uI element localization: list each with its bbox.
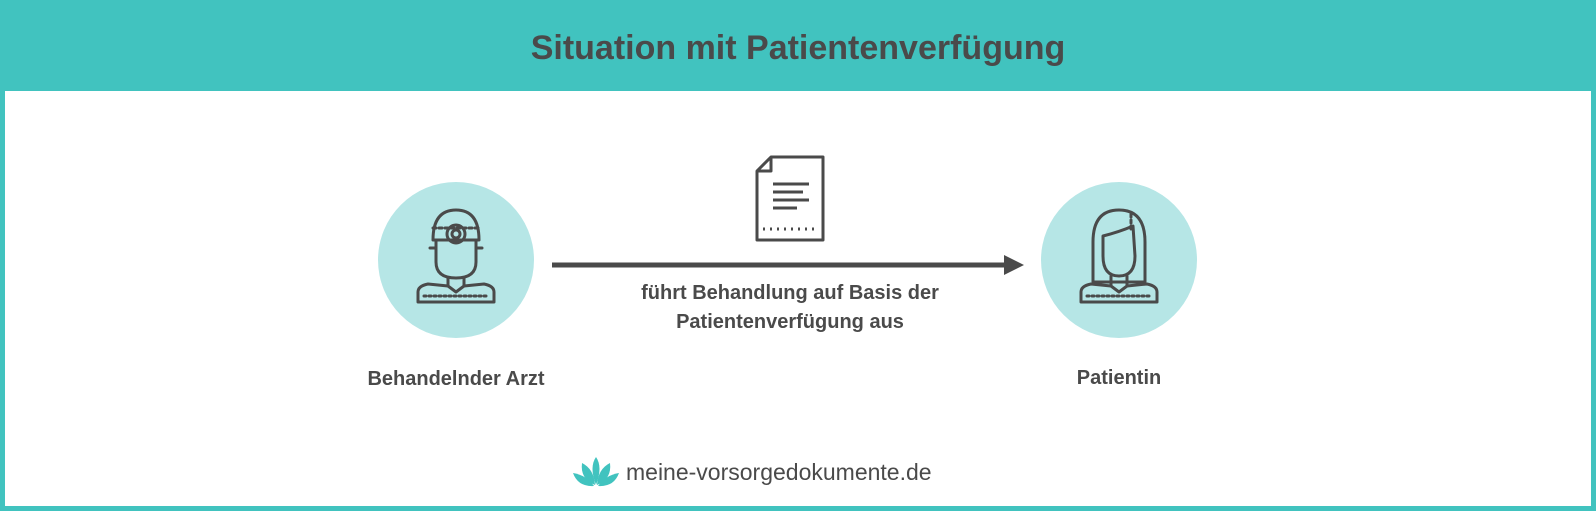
diagram-title: Situation mit Patientenverfügung [530,28,1066,67]
patient-label: Patientin [1076,367,1162,389]
relation-label: führt Behandlung auf Basis der Patienten… [560,279,1020,337]
doctor-node [378,182,534,338]
brand-name: meine-vorsorgedokumente.de [626,458,932,485]
patient-icon [1079,208,1159,304]
doctor-icon [416,208,496,304]
relation-line-2: Patientenverfügung aus [676,311,904,333]
relation-line-1: führt Behandlung auf Basis der [641,282,939,304]
doctor-label: Behandelnder Arzt [367,368,545,390]
patient-node [1041,182,1197,338]
brand: meine-vorsorgedokumente.de [572,452,932,492]
treatment-arrow [552,255,1024,275]
header-bar: Situation mit Patientenverfügung [5,5,1591,91]
lotus-logo-icon [573,457,619,487]
document-icon [755,155,825,242]
